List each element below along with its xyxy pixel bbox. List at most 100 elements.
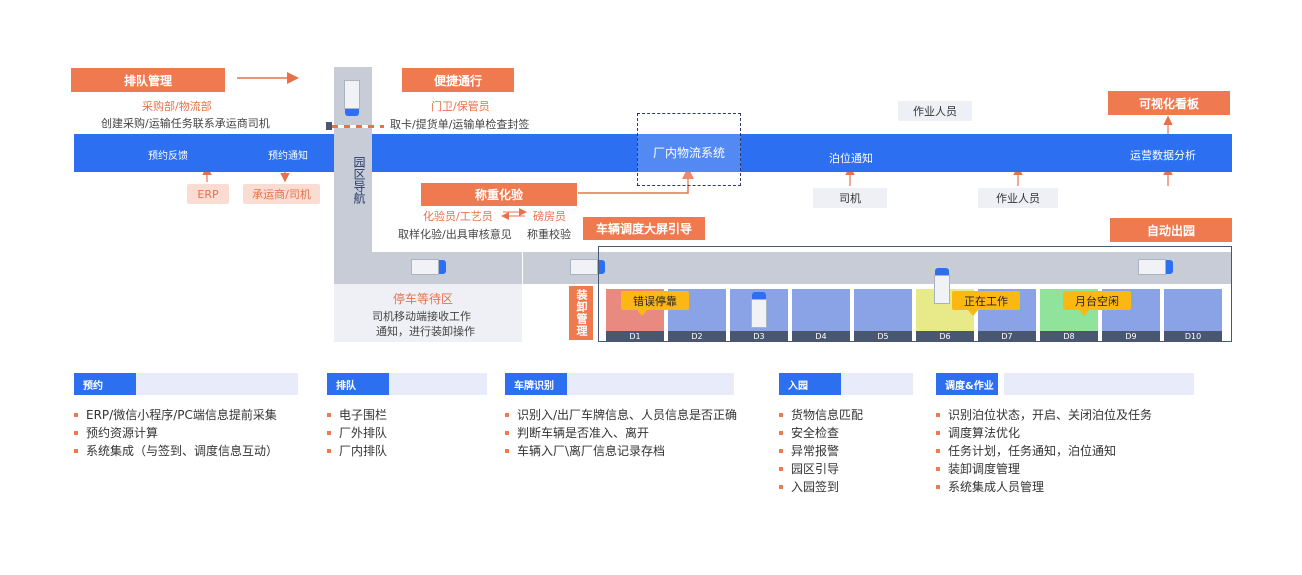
queue-roles: 采购部/物流部 — [142, 100, 212, 113]
list-item: 车辆入厂\离厂信息记录存档 — [505, 442, 737, 460]
bay-label: D7 — [978, 331, 1036, 341]
feature-header-dispatch: 调度&作业 — [936, 373, 1194, 395]
band-berth-notice: 泊位通知 — [829, 152, 873, 165]
weigh-desc-right: 称重校验 — [527, 228, 571, 241]
band-reservation-feedback: 预约反馈 — [148, 151, 188, 162]
workers-top-box: 作业人员 — [898, 101, 972, 121]
bay-label: D4 — [792, 331, 850, 341]
bay-label: D10 — [1164, 331, 1222, 341]
visual-board-box: 可视化看板 — [1108, 91, 1230, 115]
feature-header-plate: 车牌识别 — [505, 373, 734, 395]
bay-label: D9 — [1102, 331, 1160, 341]
fast-pass-box: 便捷通行 — [402, 68, 514, 92]
fast-roles: 门卫/保管员 — [431, 100, 490, 113]
feature-title: 入园 — [779, 373, 841, 395]
feature-header-fill — [389, 373, 487, 395]
feature-header-fill — [841, 373, 913, 395]
weigh-roles-left: 化验员/工艺员 — [423, 210, 493, 223]
bay-label: D8 — [1040, 331, 1098, 341]
auto-exit-box: 自动出园 — [1110, 218, 1232, 242]
gate-road-over-band — [334, 134, 372, 172]
list-item: 调度算法优化 — [936, 424, 1152, 442]
list-item: 任务计划，任务通知，泊位通知 — [936, 442, 1152, 460]
park-nav-label: 园区导航 — [352, 156, 366, 204]
feature-title: 调度&作业 — [936, 373, 998, 395]
bay-label: D1 — [606, 331, 664, 341]
list-item: 系统集成（与签到、调度信息互动） — [74, 442, 278, 460]
driver-box: 司机 — [813, 188, 887, 208]
feature-list-reservation: ERP/微信小程序/PC端信息提前采集 预约资源计算 系统集成（与签到、调度信息… — [74, 406, 278, 460]
band-ops-analysis: 运营数据分析 — [1130, 149, 1196, 162]
list-item: 异常报警 — [779, 442, 863, 460]
feature-header-entry: 入园 — [779, 373, 913, 395]
dock-frame — [598, 246, 1232, 342]
system-band — [74, 134, 1232, 172]
truck-in-bay-d6-icon — [934, 268, 950, 304]
main-road — [334, 252, 1231, 284]
bay-d10 — [1164, 289, 1222, 331]
weigh-box: 称重化验 — [421, 183, 577, 206]
feature-header-queue: 排队 — [327, 373, 487, 395]
truck-at-gate-icon — [344, 80, 360, 116]
bay-label: D6 — [916, 331, 974, 341]
list-item: 安全检查 — [779, 424, 863, 442]
fast-desc: 取卡/提货单/运输单检查封签 — [390, 118, 530, 131]
truck-entering-icon — [570, 259, 606, 275]
waiting-desc-2: 通知，进行装卸操作 — [376, 325, 475, 338]
truck-waiting-icon — [411, 259, 447, 275]
weigh-roles-right: 磅房员 — [533, 210, 566, 223]
queue-mgmt-box: 排队管理 — [71, 68, 225, 92]
feature-title: 排队 — [327, 373, 389, 395]
tag-idle: 月台空闲 — [1063, 291, 1131, 316]
list-item: 装卸调度管理 — [936, 460, 1152, 478]
queue-desc: 创建采购/运输任务联系承运商司机 — [101, 117, 270, 130]
list-item: 系统集成人员管理 — [936, 478, 1152, 496]
list-item: 识别泊位状态，开启、关闭泊位及任务 — [936, 406, 1152, 424]
feature-list-entry: 货物信息匹配 安全检查 异常报警 园区引导 入园签到 — [779, 406, 863, 496]
feature-list-dispatch: 识别泊位状态，开启、关闭泊位及任务 调度算法优化 任务计划，任务通知，泊位通知 … — [936, 406, 1152, 496]
feature-list-plate: 识别入/出厂车牌信息、人员信息是否正确 判断车辆是否准入、离开 车辆入厂\离厂信… — [505, 406, 737, 460]
feature-header-fill — [136, 373, 298, 395]
waiting-desc-1: 司机移动端接收工作 — [372, 310, 471, 323]
workers-bottom-box: 作业人员 — [978, 188, 1058, 208]
list-item: 厂内排队 — [327, 442, 387, 460]
feature-header-reservation: 预约 — [74, 373, 298, 395]
list-item: 识别入/出厂车牌信息、人员信息是否正确 — [505, 406, 737, 424]
list-item: 入园签到 — [779, 478, 863, 496]
list-item: 电子围栏 — [327, 406, 387, 424]
road-divider — [522, 252, 523, 284]
feature-header-fill — [1004, 373, 1194, 395]
in-plant-system-box — [637, 113, 741, 186]
erp-box: ERP — [187, 184, 229, 204]
weigh-desc-left: 取样化验/出具审核意见 — [398, 228, 512, 241]
truck-in-bay-d3-icon — [751, 292, 767, 328]
waiting-title: 停车等待区 — [393, 292, 454, 306]
list-item: 厂外排队 — [327, 424, 387, 442]
truck-exiting-icon — [1138, 259, 1174, 275]
feature-header-fill — [567, 373, 734, 395]
list-item: 预约资源计算 — [74, 424, 278, 442]
list-item: 货物信息匹配 — [779, 406, 863, 424]
feature-list-queue: 电子围栏 厂外排队 厂内排队 — [327, 406, 387, 460]
in-plant-system-label: 厂内物流系统 — [652, 146, 725, 160]
bay-label: D2 — [668, 331, 726, 341]
bay-d4 — [792, 289, 850, 331]
gate-barrier-icon — [332, 125, 384, 128]
bay-d5 — [854, 289, 912, 331]
bay-label: D5 — [854, 331, 912, 341]
list-item: 园区引导 — [779, 460, 863, 478]
bay-label: D3 — [730, 331, 788, 341]
gate-post — [326, 122, 332, 130]
tag-error-docking: 错误停靠 — [621, 291, 689, 316]
tag-working: 正在工作 — [952, 291, 1020, 316]
list-item: ERP/微信小程序/PC端信息提前采集 — [74, 406, 278, 424]
feature-title: 车牌识别 — [505, 373, 567, 395]
carrier-box: 承运商/司机 — [243, 184, 320, 204]
waiting-area — [334, 284, 522, 342]
band-reservation-notice: 预约通知 — [268, 151, 308, 162]
list-item: 判断车辆是否准入、离开 — [505, 424, 737, 442]
load-mgmt-box: 装卸管理 — [569, 286, 593, 340]
arrow-weigh-to-system — [578, 167, 694, 194]
screen-guide-box: 车辆调度大屏引导 — [583, 217, 705, 240]
